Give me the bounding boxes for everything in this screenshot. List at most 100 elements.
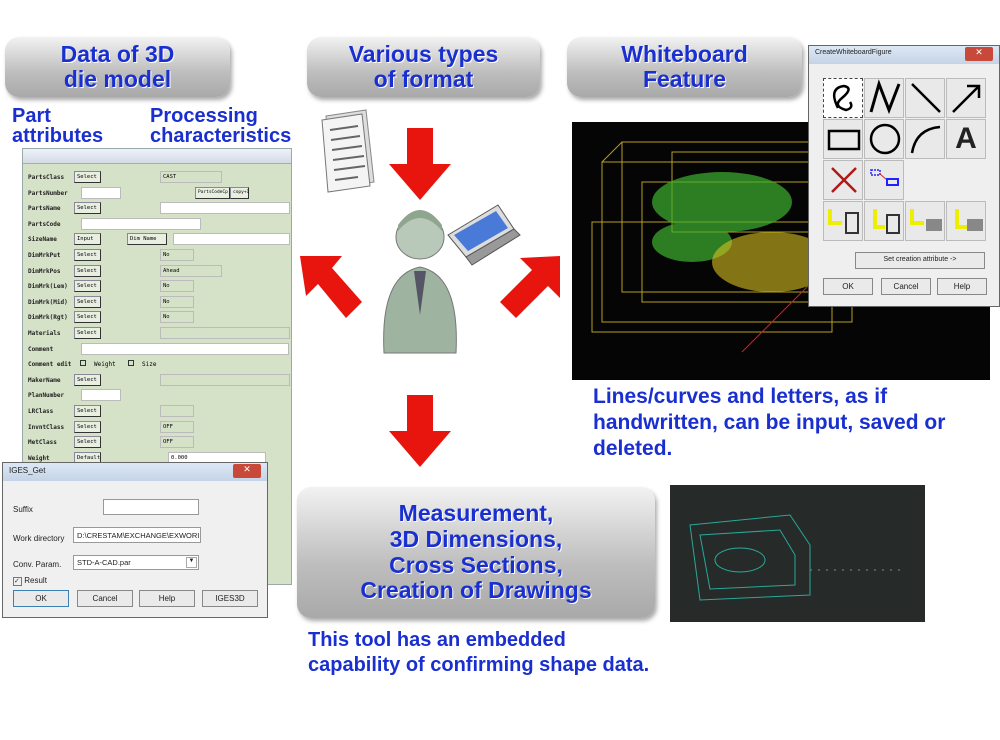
cancel-button[interactable]: Cancel bbox=[881, 278, 931, 295]
select-button[interactable]: Select bbox=[74, 295, 101, 308]
line-tool-icon[interactable] bbox=[905, 78, 945, 118]
arc-tool-icon-glyph bbox=[910, 125, 941, 154]
copy-plus-one-button[interactable]: copy+1 bbox=[230, 186, 249, 199]
field-label: PartsName bbox=[28, 205, 61, 213]
load-tool-icon[interactable] bbox=[864, 201, 904, 241]
text-input[interactable] bbox=[173, 233, 290, 246]
save-to-printer-icon-glyph bbox=[910, 209, 942, 231]
dialog-title: IGES_Get bbox=[3, 463, 267, 481]
checkbox[interactable]: Weight bbox=[80, 360, 116, 368]
save-to-printer-icon[interactable] bbox=[905, 201, 945, 241]
checkbox-label: Size bbox=[142, 361, 157, 369]
parts-code-copy-button[interactable]: PartsCodeCp bbox=[195, 186, 230, 199]
select-button[interactable]: Select bbox=[74, 420, 101, 433]
field-label: MakerName bbox=[28, 376, 61, 384]
result-checkbox[interactable]: ✓ Result bbox=[13, 576, 47, 586]
arrow-tool-icon-glyph bbox=[952, 84, 981, 113]
field-label: PartsCode bbox=[28, 220, 61, 228]
ok-button[interactable]: OK bbox=[13, 590, 69, 607]
select-button[interactable]: Select bbox=[74, 171, 101, 183]
dialog-title: CreateWhiteboardFigure bbox=[809, 46, 999, 64]
suffix-input[interactable] bbox=[103, 499, 199, 515]
arc-tool-icon[interactable] bbox=[905, 119, 945, 159]
form-titlebar bbox=[23, 149, 291, 164]
text-input[interactable] bbox=[81, 217, 201, 230]
text-input[interactable] bbox=[81, 389, 121, 402]
text-input[interactable] bbox=[81, 186, 121, 199]
form-row: PlanNumber bbox=[23, 389, 291, 402]
header-line: Various types bbox=[348, 40, 499, 67]
result-label: Result bbox=[24, 576, 47, 585]
select-button[interactable]: Select bbox=[74, 311, 101, 324]
circle-tool-icon-glyph bbox=[869, 123, 901, 155]
save-tool-icon[interactable] bbox=[823, 201, 863, 241]
select-button[interactable]: Select bbox=[74, 436, 101, 449]
arrow-right-icon bbox=[500, 256, 560, 318]
field-label: InvntClass bbox=[28, 423, 65, 431]
select-button[interactable]: Select bbox=[74, 373, 101, 386]
workdir-input[interactable]: D:\CRESTAM\EXCHANGE\EXWORI bbox=[73, 527, 201, 543]
caption-line: This tool has an embedded bbox=[308, 629, 566, 651]
checkbox[interactable]: Size bbox=[128, 360, 156, 368]
select-button[interactable]: Input bbox=[74, 233, 101, 246]
close-icon[interactable]: ✕ bbox=[965, 47, 993, 61]
rectangle-tool-icon[interactable] bbox=[823, 119, 863, 159]
help-button[interactable]: Help bbox=[937, 278, 987, 295]
label-line: characteristics bbox=[150, 125, 292, 147]
field-value: No bbox=[160, 311, 194, 324]
select-button[interactable]: Select bbox=[74, 202, 101, 215]
select-button[interactable]: Select bbox=[74, 327, 101, 339]
measurement-panel: Measurement,3D Dimensions,Cross Sections… bbox=[297, 487, 655, 618]
circle-tool-icon[interactable] bbox=[864, 119, 904, 159]
move-tool-icon[interactable] bbox=[864, 160, 904, 200]
checkbox-box bbox=[128, 360, 134, 367]
param-select[interactable]: STD-A-CAD.par▼ bbox=[73, 555, 199, 570]
checkbox-label: Weight bbox=[94, 361, 116, 369]
select-button[interactable]: Select bbox=[74, 264, 101, 277]
set-creation-attribute-button[interactable]: Set creation attribute -> bbox=[855, 252, 985, 269]
field-label: PartsClass bbox=[28, 174, 65, 181]
select-button[interactable]: Select bbox=[74, 280, 101, 293]
field-label: DimMrkPut bbox=[28, 252, 61, 259]
comment-input[interactable] bbox=[81, 342, 289, 355]
select-button[interactable]: Select bbox=[74, 405, 101, 417]
field-label: LRClass bbox=[28, 408, 54, 415]
field-value: Ahead bbox=[160, 264, 222, 277]
close-icon[interactable]: ✕ bbox=[233, 464, 261, 478]
header-line: die model bbox=[63, 66, 172, 92]
field-value bbox=[160, 327, 290, 339]
param-label: Conv. Param. bbox=[13, 560, 62, 569]
chevron-down-icon[interactable]: ▼ bbox=[186, 557, 197, 568]
text-input[interactable] bbox=[160, 202, 290, 215]
field-value: CAST bbox=[160, 171, 222, 183]
freehand-tool-icon[interactable] bbox=[823, 78, 863, 118]
select-button[interactable]: Select bbox=[74, 249, 101, 261]
field-label: DimMrk(Lem) bbox=[28, 283, 68, 291]
polyline-tool-icon[interactable] bbox=[864, 78, 904, 118]
arrow-tool-icon[interactable] bbox=[946, 78, 986, 118]
form-row: DimMrkPos Select Ahead bbox=[23, 264, 291, 278]
check-icon: ✓ bbox=[13, 577, 22, 586]
load-from-printer-icon[interactable] bbox=[946, 201, 986, 241]
measurement-line: Creation of Drawings bbox=[360, 577, 592, 604]
field-label: Comment bbox=[28, 345, 54, 353]
measurement-line: Measurement, bbox=[398, 500, 554, 526]
delete-tool-icon[interactable] bbox=[823, 160, 863, 200]
ok-button[interactable]: OK bbox=[823, 278, 873, 295]
field-label: SizeName bbox=[28, 236, 57, 244]
load-from-printer-icon-glyph bbox=[955, 209, 983, 231]
cancel-button[interactable]: Cancel bbox=[77, 590, 133, 607]
text-tool-icon[interactable]: A bbox=[946, 119, 986, 159]
field-label: DimMrkPos bbox=[28, 267, 61, 275]
form-row: PartsCode bbox=[23, 217, 291, 231]
help-button[interactable]: Help bbox=[139, 590, 195, 607]
dim-name-button[interactable]: Dim Name bbox=[127, 233, 167, 246]
field-value: No bbox=[160, 280, 194, 293]
freehand-tool-icon-glyph bbox=[832, 84, 853, 112]
iges3d-button[interactable]: IGES3D bbox=[202, 590, 258, 607]
